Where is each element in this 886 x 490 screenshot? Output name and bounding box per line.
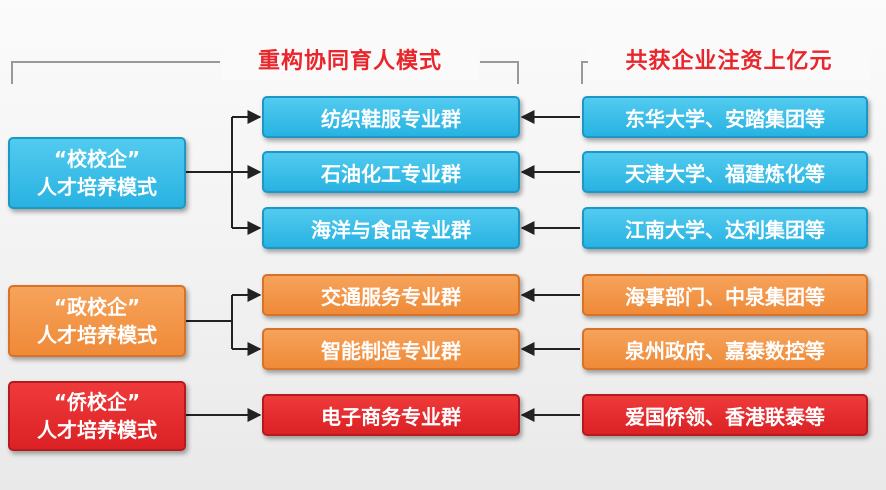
tree-connector-2 (186, 288, 262, 356)
cluster-smart-manufacturing: 智能制造专业群 (262, 328, 520, 370)
tree-connector-1 (186, 110, 262, 235)
cluster-transport-service: 交通服务专业群 (262, 274, 520, 316)
model-subtitle: 人才培养模式 (37, 418, 157, 442)
partner-box-6: 爱国侨领、香港联泰等 (582, 394, 868, 436)
partner-box-4: 海事部门、中泉集团等 (582, 274, 868, 316)
header-bracket (11, 61, 590, 84)
partner-box-5: 泉州政府、嘉泰数控等 (582, 328, 868, 370)
partner-box-1: 东华大学、安踏集团等 (582, 96, 868, 138)
partner-box-2: 天津大学、福建炼化等 (582, 151, 868, 193)
model-title: “侨校企” (53, 390, 141, 414)
header-coop-model: 重构协同育人模式 (222, 44, 478, 80)
cluster-textile-apparel: 纺织鞋服专业群 (262, 96, 520, 138)
partner-arrows (520, 110, 580, 422)
model-subtitle: 人才培养模式 (37, 175, 157, 199)
cluster-marine-food: 海洋与食品专业群 (262, 207, 520, 249)
header-investment: 共获企业注资上亿元 (588, 44, 870, 80)
model-box-school-school-enterprise: “校校企” 人才培养模式 (8, 137, 186, 209)
cluster-petrochemical: 石油化工专业群 (262, 151, 520, 193)
partner-box-3: 江南大学、达利集团等 (582, 207, 868, 249)
cluster-ecommerce: 电子商务专业群 (262, 394, 520, 436)
model-box-gov-school-enterprise: “政校企” 人才培养模式 (8, 285, 186, 357)
model-title: “政校企” (53, 295, 141, 319)
model-box-overseas-school-enterprise: “侨校企” 人才培养模式 (8, 381, 186, 451)
model-subtitle: 人才培养模式 (37, 323, 157, 347)
model-title: “校校企” (53, 147, 141, 171)
